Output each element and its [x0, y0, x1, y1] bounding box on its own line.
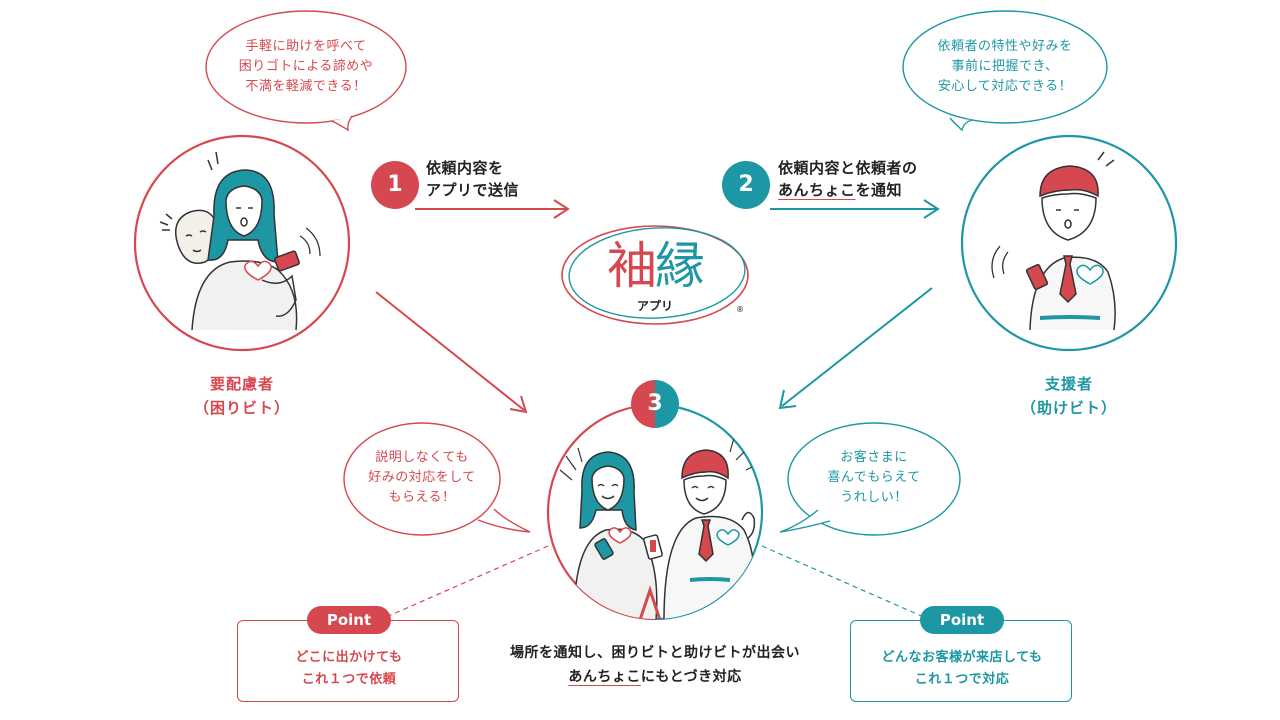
speech-bubble-top-left: [205, 10, 407, 132]
anchoko-term-caption: あんちょこ: [568, 669, 641, 685]
role-requester: 要配慮者 （困りビト）: [172, 372, 312, 420]
bubble-line: 安心して対応できる！: [937, 79, 1073, 94]
arrow-supporter-to-meeting: [778, 287, 933, 410]
bubble-line: 説明しなくても: [375, 450, 469, 465]
speech-bubble-bottom-left: [343, 422, 531, 536]
step1-line1: 依頼内容を: [426, 159, 504, 177]
caption-line2: あんちょこにもとづき対応: [470, 665, 840, 689]
app-logo-kanji: 袖縁: [590, 236, 720, 296]
woman-and-man-meeting-illustration: [559, 437, 759, 619]
speech-bubble-top-right: [902, 10, 1108, 132]
step1-line2: アプリで送信: [426, 181, 520, 199]
man-receiving-phone-notification-illustration: [991, 151, 1116, 331]
bubble-line: 事前に把握でき、: [951, 59, 1059, 74]
bubble-line: 好みの対応をして: [368, 470, 476, 485]
step2-line1: 依頼内容と依頼者の: [778, 159, 918, 177]
caption-line2-rest: にもとづき対応: [640, 669, 742, 685]
meeting-caption: 場所を通知し、困りビトと助けビトが出会い あんちょこにもとづき対応: [470, 641, 840, 689]
step1-text: 依頼内容を アプリで送信: [426, 157, 566, 201]
bubble-line: うれしい！: [840, 490, 908, 505]
point-box-left: どこに出かけても これ１つで依頼: [237, 620, 459, 702]
anchoko-term: あんちょこ: [778, 181, 856, 199]
dashed-connector-right: [761, 545, 927, 619]
bubble-line: 依頼者の特性や好みを: [937, 39, 1073, 54]
role-supporter-name: 支援者: [1044, 375, 1093, 393]
dashed-connector-left: [383, 545, 549, 619]
step2-badge: [722, 161, 770, 209]
point-tag-right: Point: [920, 606, 1004, 634]
bubble-line: 喜んでもらえて: [827, 470, 921, 485]
point-left-line1: どこに出かけても: [295, 650, 403, 665]
point-right-line1: どんなお客様が来店しても: [881, 650, 1043, 665]
app-logo-rings: [561, 225, 749, 325]
step3-badge: [631, 380, 679, 428]
step2-number: 2: [738, 172, 754, 197]
speech-bubble-bottom-right: [779, 422, 961, 536]
supporter-circle: [960, 134, 1178, 352]
caption-line1: 場所を通知し、困りビトと助けビトが出会い: [510, 645, 800, 661]
role-supporter-alias: （助けビト）: [1020, 399, 1117, 417]
role-supporter: 支援者 （助けビト）: [999, 372, 1139, 420]
bubble-text-bottom-right: お客さまに 喜んでもらえて うれしい！: [804, 448, 944, 508]
bubble-line: お客さまに: [840, 450, 908, 465]
point-left-line2: これ１つで依頼: [301, 672, 397, 687]
step2-line2-rest: を通知: [855, 181, 903, 199]
bubble-text-top-left: 手軽に助けを呼べて 困りゴトによる諦めや 不満を軽減できる！: [216, 37, 396, 97]
arrow-step1: [415, 199, 570, 219]
arrow-step2: [770, 199, 940, 219]
bubble-line: 手軽に助けを呼べて: [245, 39, 367, 54]
registered-mark: ®: [736, 305, 744, 314]
role-requester-name: 要配慮者: [209, 375, 274, 393]
step1-badge: [371, 161, 419, 209]
bubble-line: 不満を軽減できる！: [245, 79, 367, 94]
step3-number: 3: [647, 391, 663, 416]
worried-woman-with-child-illustration: [159, 151, 321, 331]
step2-text: 依頼内容と依頼者の あんちょこを通知: [778, 157, 958, 201]
arrow-requester-to-meeting: [375, 291, 528, 414]
step2-line2: あんちょこを通知: [778, 179, 958, 201]
app-logo-kanji-text: 袖縁: [607, 237, 705, 295]
bubble-line: 困りゴトによる諦めや: [238, 59, 374, 74]
step1-number: 1: [387, 172, 403, 197]
app-logo-subtitle: アプリ: [636, 299, 673, 313]
bubble-line: もらえる！: [388, 490, 456, 505]
bubble-text-bottom-left: 説明しなくても 好みの対応をして もらえる！: [352, 448, 492, 508]
bubble-text-top-right: 依頼者の特性や好みを 事前に把握でき、 安心して対応できる！: [910, 37, 1100, 97]
point-tag-left: Point: [307, 606, 391, 634]
role-requester-alias: （困りビト）: [193, 399, 290, 417]
point-right-line2: これ１つで対応: [914, 672, 1010, 687]
